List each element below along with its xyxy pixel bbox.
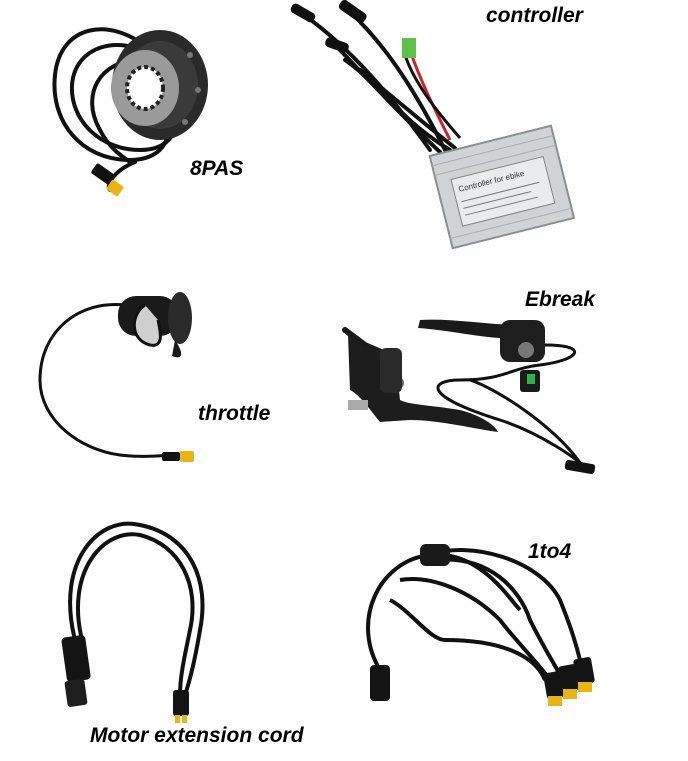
controller-image: Controller for ebike: [290, 0, 576, 250]
throttle-image: [38, 292, 194, 462]
label-throttle: throttle: [198, 402, 271, 425]
splitter-1to4-image: [366, 544, 595, 706]
pas-sensor-image: [52, 27, 208, 197]
motor-extension-cord-image: [61, 521, 205, 723]
label-ebreak: Ebreak: [525, 288, 596, 311]
ebreak-image: [342, 319, 596, 475]
label-8pas: 8PAS: [190, 157, 244, 180]
label-motor-extension-cord: Motor extension cord: [90, 724, 304, 747]
label-controller: controller: [486, 4, 583, 27]
label-1to4: 1to4: [528, 540, 572, 563]
